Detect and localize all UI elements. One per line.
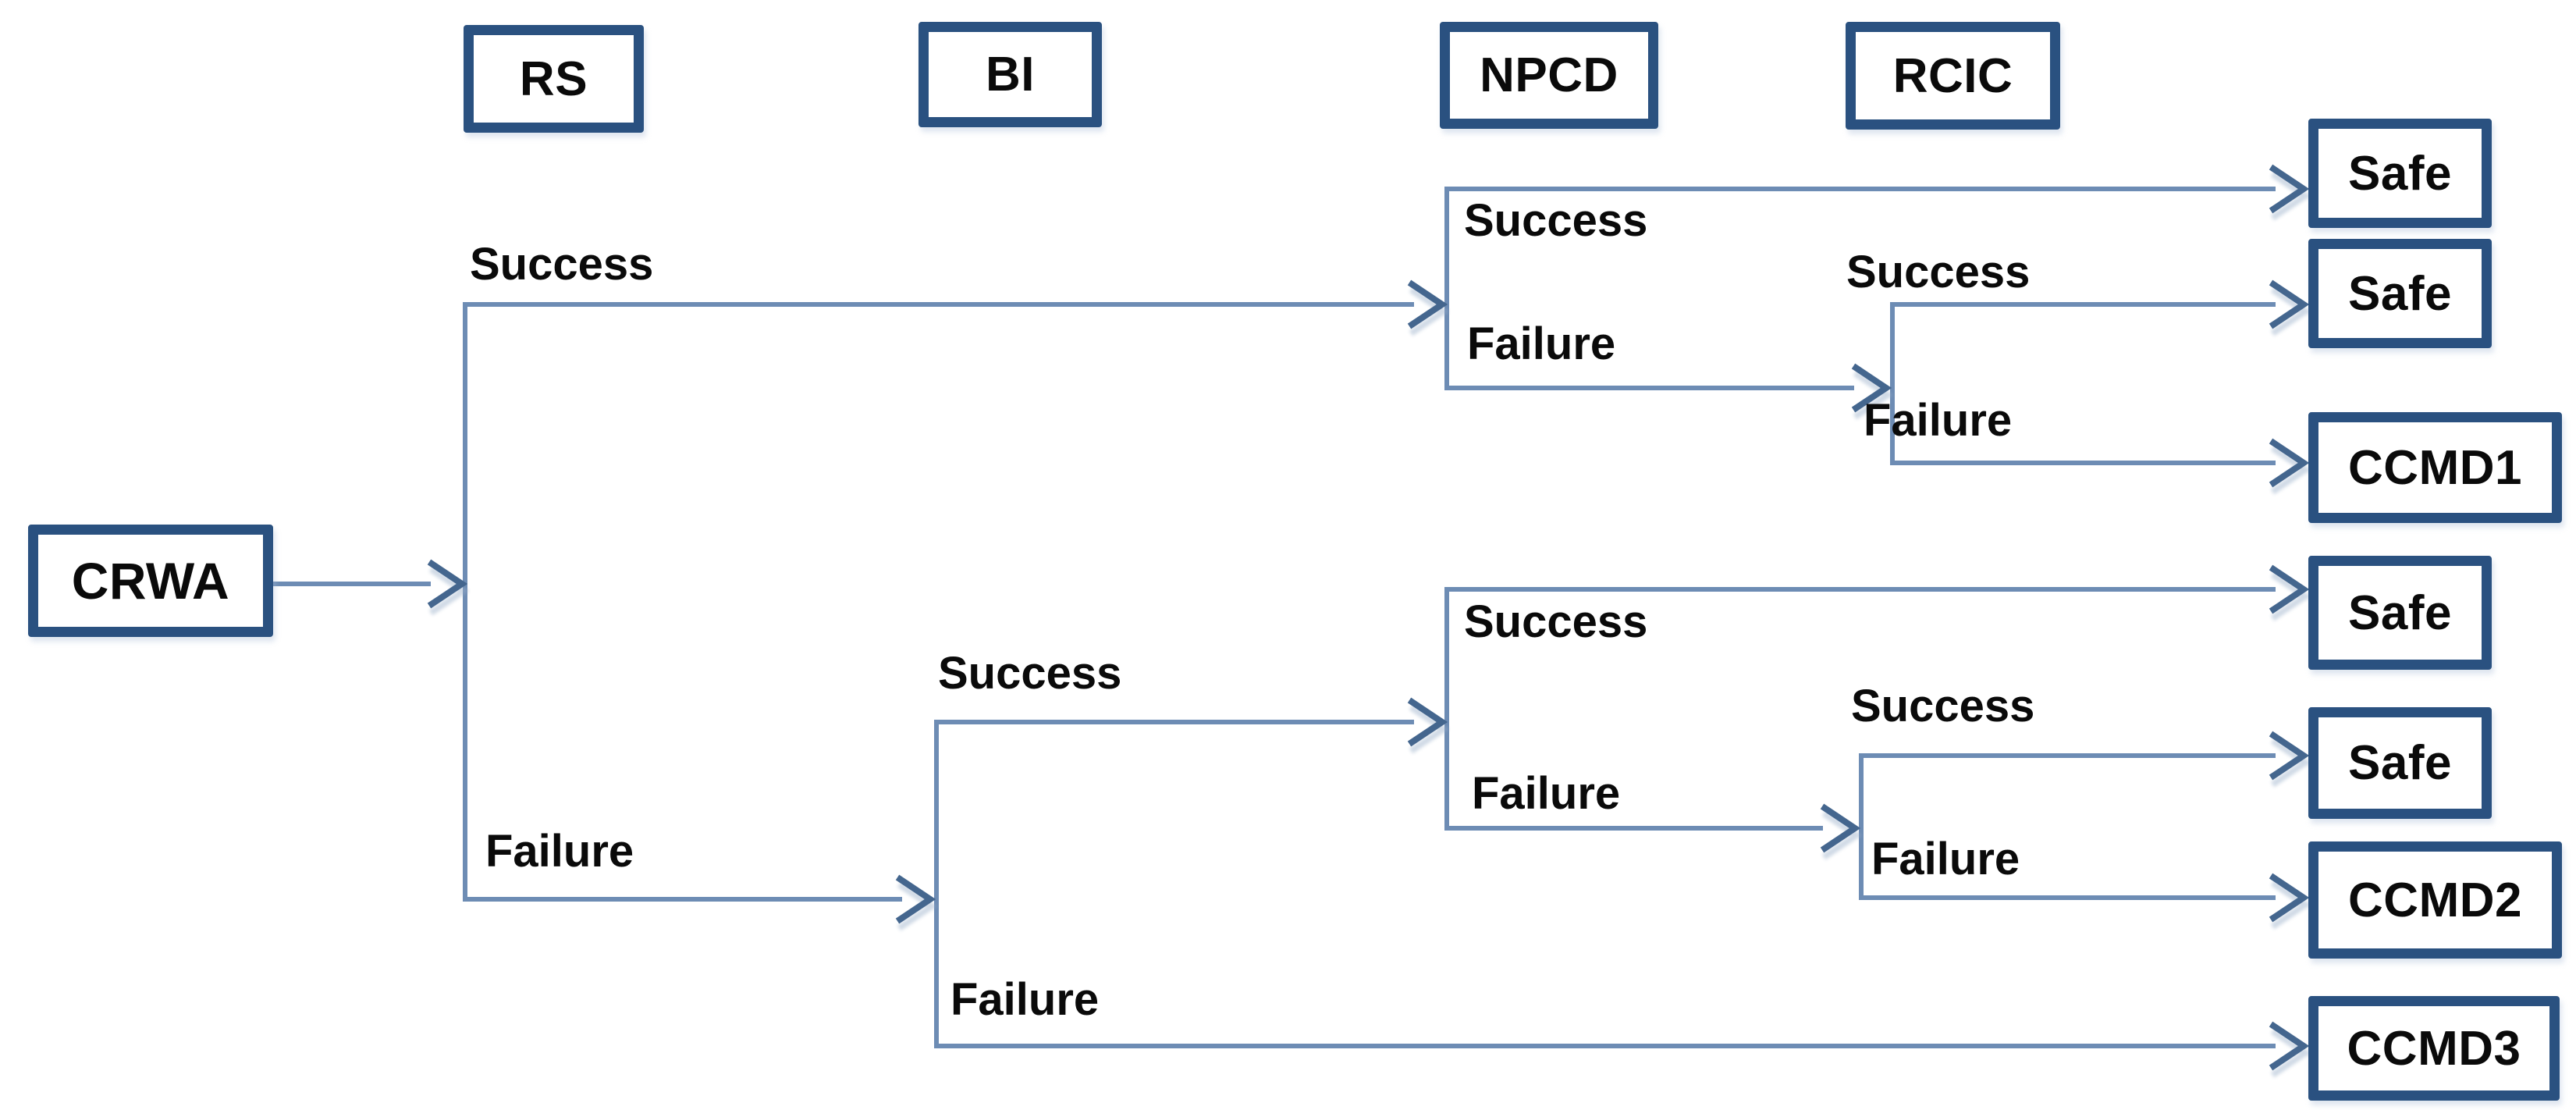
top-event-label-npcd: NPCD	[1480, 48, 1618, 102]
end-state-box-safe-4: Safe	[2308, 707, 2492, 819]
rcic-lower-success-arrowhead-icon	[2269, 731, 2310, 781]
top-event-box-rs: RS	[464, 25, 644, 133]
npcd-upper-branch-connector	[1444, 187, 2276, 390]
rs-success-label: Success	[470, 239, 654, 290]
end-state-box-safe-3: Safe	[2308, 556, 2492, 670]
end-state-label: Safe	[2348, 585, 2452, 640]
end-state-box-safe-2: Safe	[2308, 239, 2492, 348]
npcd-lower-failure-label: Failure	[1472, 768, 1621, 819]
npcd-lower-branch-connector	[1444, 587, 2276, 831]
top-event-label-rs: RS	[519, 52, 588, 106]
rs-failure-arrowhead-icon	[895, 874, 936, 924]
npcd-upper-failure-label: Failure	[1467, 318, 1616, 369]
initiating-event-label: CRWA	[71, 552, 230, 610]
bi-failure-label: Failure	[950, 974, 1100, 1025]
rcic-lower-failure-label: Failure	[1871, 834, 2020, 884]
top-event-box-rcic: RCIC	[1846, 22, 2060, 130]
rs-failure-label: Failure	[485, 826, 634, 877]
npcd-lower-failure-arrowhead-icon	[1820, 803, 1861, 853]
end-state-label: CCMD2	[2348, 873, 2522, 927]
bi-failure-arrowhead-icon	[2269, 1021, 2310, 1071]
top-event-label-bi: BI	[986, 48, 1035, 101]
rcic-upper-branch-connector	[1890, 302, 2276, 465]
crwa-arrowhead-icon	[427, 559, 468, 609]
npcd-lower-success-arrowhead-icon	[2269, 564, 2310, 614]
rcic-upper-failure-arrowhead-icon	[2269, 438, 2310, 488]
end-state-label: Safe	[2348, 266, 2452, 321]
end-state-label: CCMD1	[2348, 440, 2522, 495]
end-state-label: CCMD3	[2347, 1021, 2521, 1076]
end-state-box-ccmd1: CCMD1	[2308, 412, 2562, 523]
end-state-box-ccmd2: CCMD2	[2308, 841, 2562, 959]
rcic-lower-branch-connector	[1859, 753, 2276, 900]
npcd-upper-success-arrowhead-icon	[2269, 164, 2310, 214]
npcd-lower-success-label: Success	[1464, 596, 1648, 647]
initiating-event-box-crwa: CRWA	[28, 525, 273, 637]
top-event-box-npcd: NPCD	[1440, 22, 1658, 129]
rcic-lower-success-label: Success	[1851, 681, 2035, 731]
end-state-label: Safe	[2348, 736, 2452, 790]
npcd-upper-success-label: Success	[1464, 195, 1648, 246]
bi-success-label: Success	[938, 648, 1122, 699]
rs-success-arrowhead-icon	[1407, 279, 1448, 329]
top-event-box-bi: BI	[918, 22, 1102, 127]
npcd-upper-failure-arrowhead-icon	[1851, 363, 1892, 413]
top-event-label-rcic: RCIC	[1892, 48, 2013, 103]
rcic-upper-success-arrowhead-icon	[2269, 279, 2310, 329]
end-state-box-ccmd3: CCMD3	[2308, 996, 2560, 1101]
rcic-upper-success-label: Success	[1846, 247, 2031, 297]
end-state-label: Safe	[2348, 146, 2452, 201]
rcic-upper-failure-label: Failure	[1864, 395, 2013, 446]
end-state-box-safe-1: Safe	[2308, 119, 2492, 228]
rcic-lower-failure-arrowhead-icon	[2269, 873, 2310, 923]
rs-branch-connector	[463, 302, 1414, 902]
bi-branch-connector	[934, 720, 2276, 1048]
bi-success-arrowhead-icon	[1407, 697, 1448, 747]
